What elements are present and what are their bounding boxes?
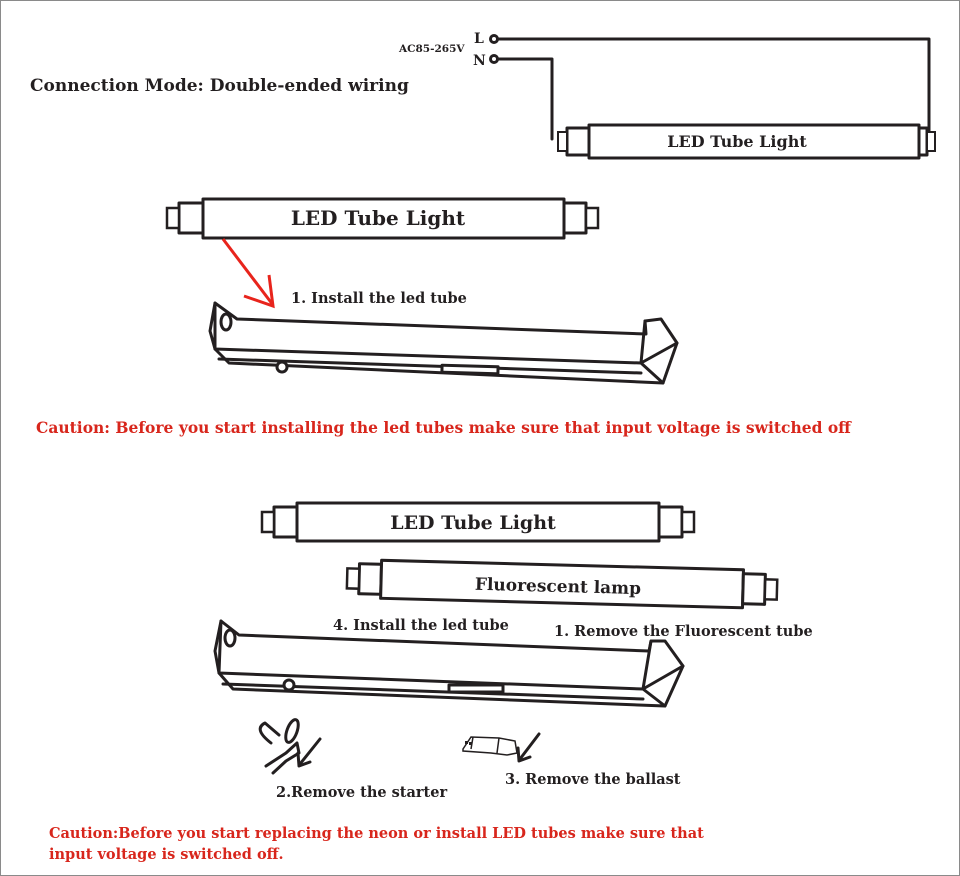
step3-label: 3. Remove the ballast xyxy=(505,771,681,788)
live-terminal-label: L xyxy=(474,31,484,47)
wiring-diagram: AC85-265V L N LED Tube Light xyxy=(398,31,936,160)
ballast-removal-icon xyxy=(462,732,541,763)
step1-label: 1. Remove the Fluorescent tube xyxy=(554,623,813,640)
fluorescent-label: Fluorescent lamp xyxy=(475,575,642,599)
red-arrow-icon xyxy=(221,238,275,309)
caution-replace-line2: input voltage is switched off. xyxy=(49,846,284,863)
neutral-terminal-icon xyxy=(489,54,499,64)
replace-section: LED Tube Light Fluorescent lamp 4. Insta… xyxy=(49,501,813,863)
fixture-icon xyxy=(208,301,679,385)
led-tube-replace: LED Tube Light xyxy=(260,501,696,543)
caution-install: Caution: Before you start installing the… xyxy=(36,418,852,437)
voltage-label: AC85-265V xyxy=(398,43,465,55)
step4-label: 4. Install the led tube xyxy=(333,617,509,634)
tube-label: LED Tube Light xyxy=(667,132,807,151)
tube-label: LED Tube Light xyxy=(291,206,466,230)
led-tube-install: LED Tube Light xyxy=(165,197,600,240)
neutral-wire xyxy=(496,57,554,141)
neutral-terminal-label: N xyxy=(473,53,486,69)
live-terminal-icon xyxy=(489,34,499,44)
live-wire xyxy=(496,37,931,141)
install-section: LED Tube Light 1. Install the led tube C… xyxy=(36,197,852,437)
led-tube-wiring: LED Tube Light xyxy=(557,123,936,160)
tube-label: LED Tube Light xyxy=(390,512,556,534)
starter-removal-icon xyxy=(258,718,322,775)
fixture-icon xyxy=(213,619,685,708)
step2-label: 2.Remove the starter xyxy=(276,784,447,801)
install-step-label: 1. Install the led tube xyxy=(291,290,467,307)
caution-replace-line1: Caution:Before you start replacing the n… xyxy=(49,825,704,842)
fluorescent-lamp: Fluorescent lamp xyxy=(345,558,779,610)
connection-mode-title: Connection Mode: Double-ended wiring xyxy=(30,76,409,96)
